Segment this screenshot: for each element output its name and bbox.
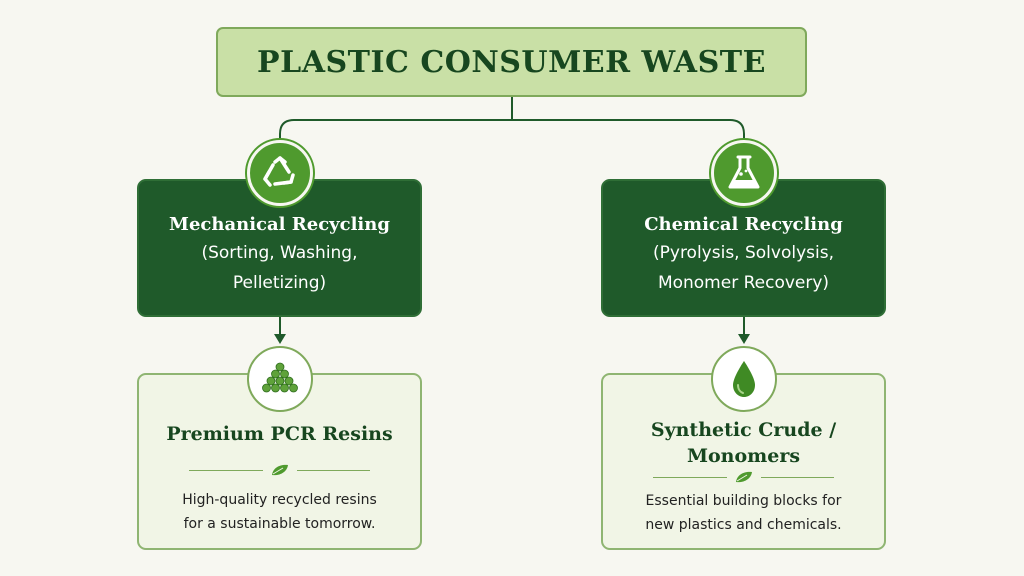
method-detail-line-2: Monomer Recovery) xyxy=(657,273,830,293)
method-detail-line-2: Pelletizing) xyxy=(232,273,327,293)
card-divider xyxy=(653,470,834,484)
root-node-box: PLASTIC CONSUMER WASTE xyxy=(216,27,807,97)
result-title-line-1: Synthetic Crude / xyxy=(650,419,837,441)
recycle-icon xyxy=(247,140,313,206)
result-desc-line-1: High-quality recycled resins xyxy=(182,492,377,508)
result-desc-line-2: new plastics and chemicals. xyxy=(645,517,842,533)
leaf-icon xyxy=(271,464,288,476)
result-desc-line-2: for a sustainable tomorrow. xyxy=(183,516,376,532)
card-divider xyxy=(189,463,370,477)
oil-drop-icon xyxy=(711,346,777,412)
leaf-icon xyxy=(735,471,752,483)
method-title: Mechanical Recycling xyxy=(169,214,390,235)
method-title: Chemical Recycling xyxy=(644,214,843,235)
method-detail-line-1: (Pyrolysis, Solvolysis, xyxy=(653,243,834,263)
branch-connector-left xyxy=(279,119,512,140)
pellets-icon xyxy=(247,346,313,412)
arrowhead-left xyxy=(274,334,286,344)
flask-icon xyxy=(711,140,777,206)
method-detail-line-1: (Sorting, Washing, xyxy=(201,243,358,263)
result-title-line-2: Monomers xyxy=(686,445,801,467)
result-desc-line-1: Essential building blocks for xyxy=(645,493,842,509)
branch-connector-right xyxy=(512,119,745,140)
page-title: PLASTIC CONSUMER WASTE xyxy=(257,44,766,80)
arrowhead-right xyxy=(738,334,750,344)
result-title: Premium PCR Resins xyxy=(166,423,393,445)
